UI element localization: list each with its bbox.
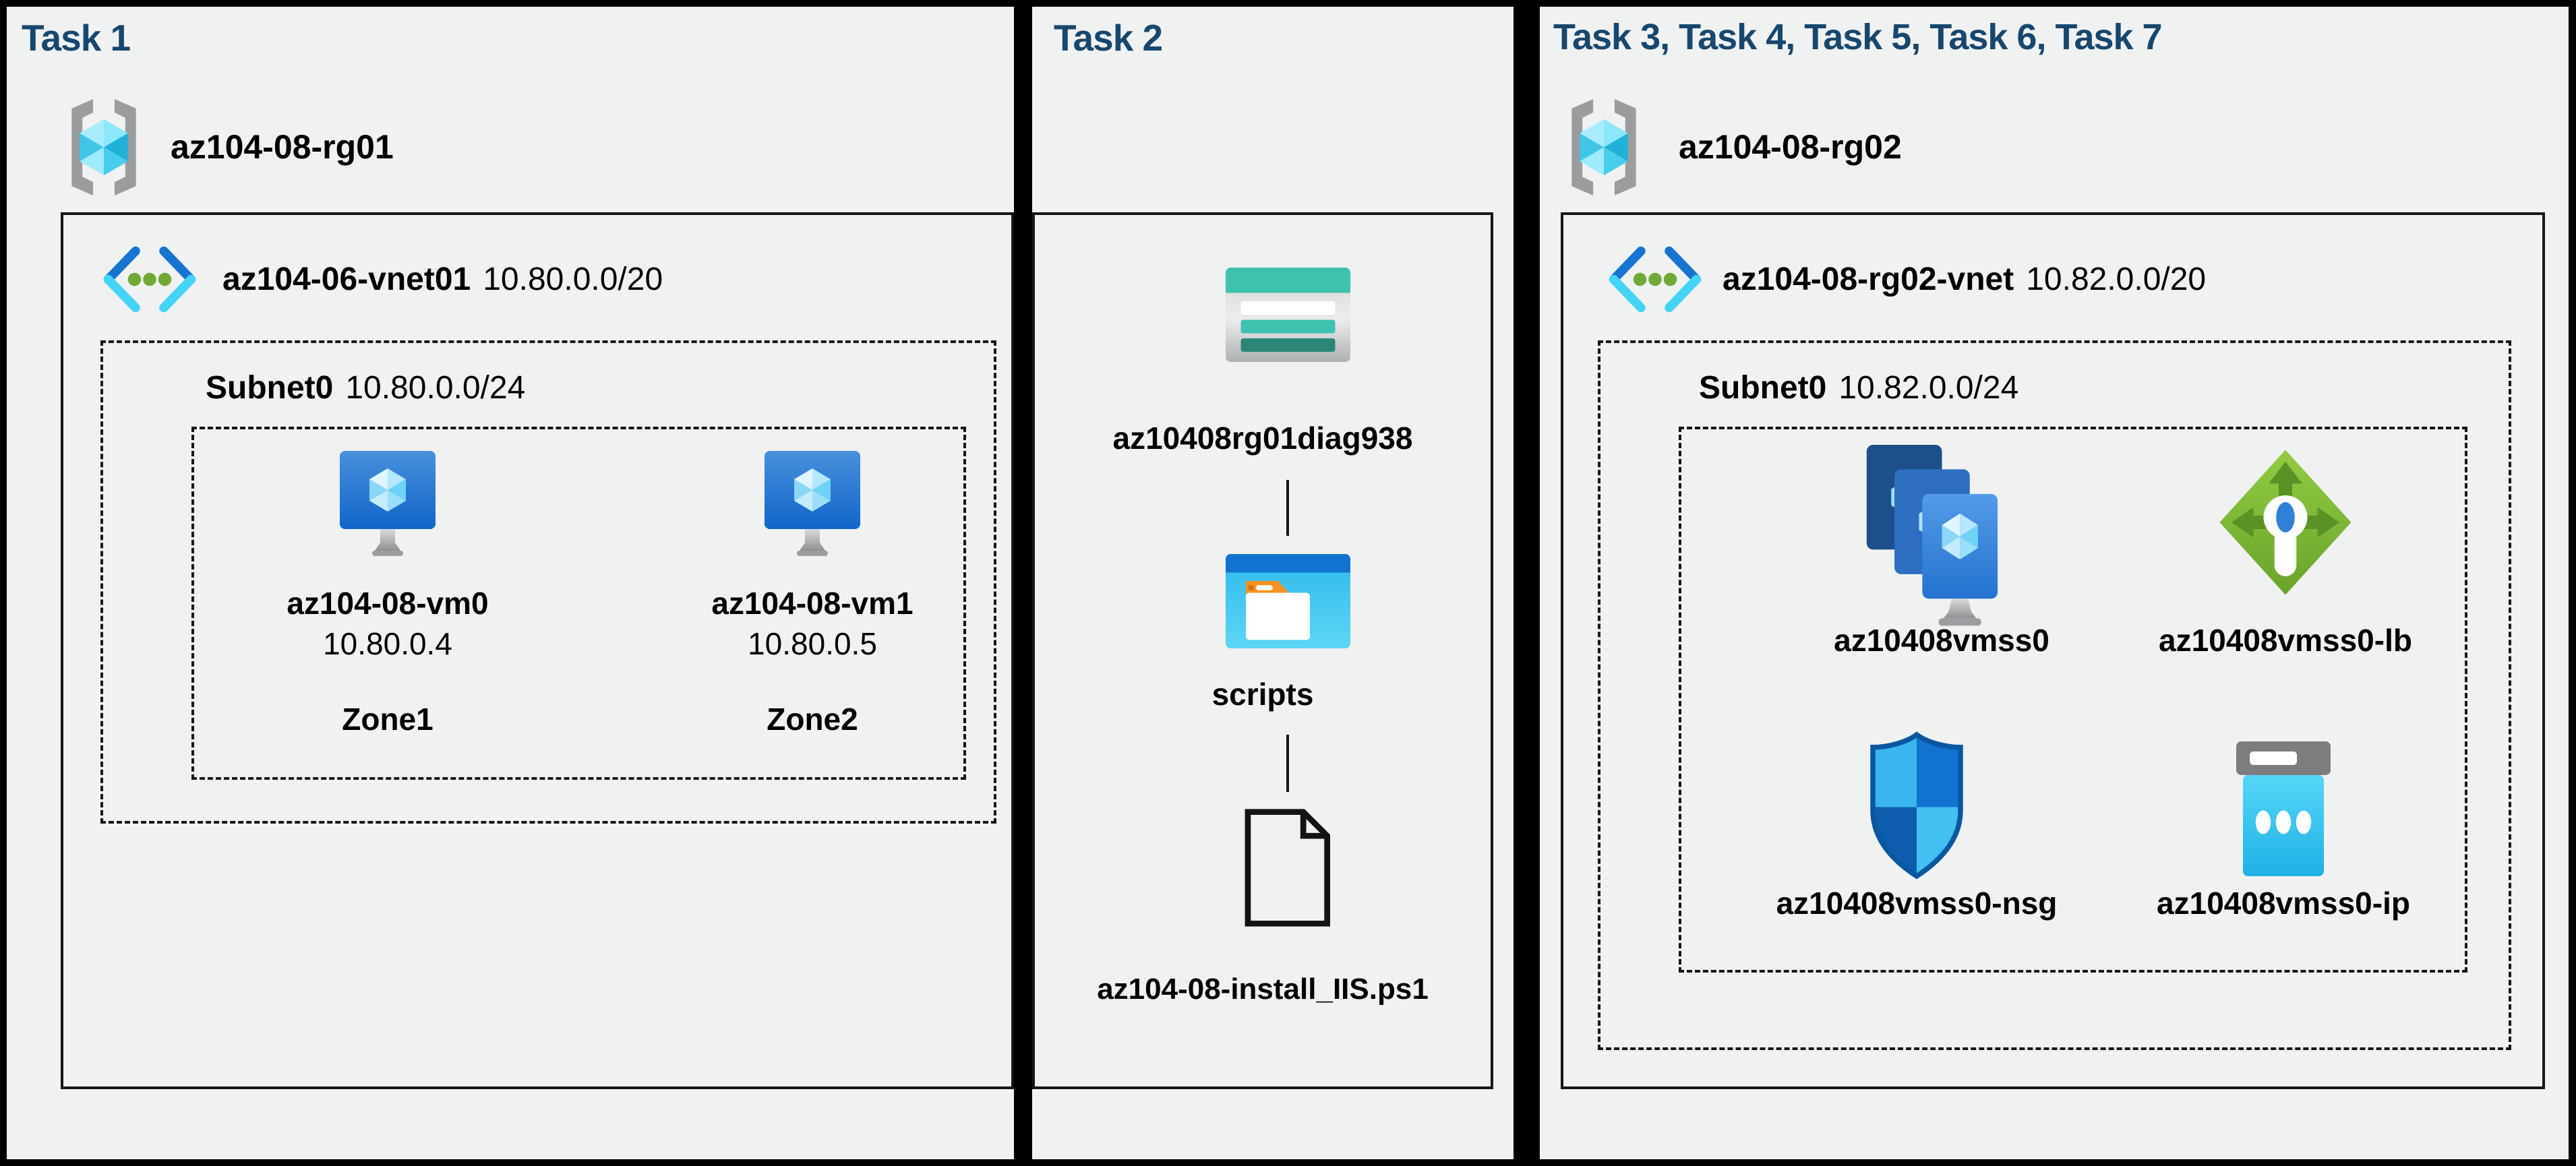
- resource-group-icon: [1561, 99, 1647, 195]
- resource-group-icon: [61, 99, 147, 195]
- virtual-network-icon: [99, 244, 200, 315]
- vm-zone: Zone2: [767, 702, 858, 737]
- vnet-cidr: 10.82.0.0/20: [2026, 261, 2207, 297]
- vnet-name: az104-06-vnet01: [222, 261, 471, 297]
- container-label: scripts: [1211, 677, 1314, 712]
- vnet-cidr: 10.80.0.0/20: [483, 261, 663, 297]
- panel3-title: Task 3, Task 4, Task 5, Task 6, Task 7: [1553, 17, 2163, 57]
- vm-ip: 10.80.0.4: [323, 626, 452, 661]
- blob-container-icon: [1226, 554, 1350, 648]
- vm-name: az104-08-vm1: [711, 586, 913, 621]
- panel2-title: Task 2: [1054, 17, 1163, 59]
- vnet-label: az104-08-rg02-vnet 10.82.0.0/20: [1723, 255, 2206, 303]
- storage-box: [1032, 212, 1493, 1089]
- vm-zone: Zone1: [342, 702, 433, 737]
- resource-group-label: az104-08-rg01: [171, 128, 394, 166]
- subnet-cidr: 10.82.0.0/24: [1838, 369, 2019, 406]
- storage-account-icon: [1226, 268, 1350, 362]
- subnet-name: Subnet0: [1699, 369, 1827, 406]
- vm-zone-dashed-box: [191, 427, 966, 780]
- nsg-icon: [1859, 731, 1974, 880]
- file-icon: [1241, 809, 1334, 927]
- resource-group-label: az104-08-rg02: [1679, 128, 1902, 166]
- file-label: az104-08-install_IIS.ps1: [1097, 973, 1429, 1006]
- resources-dashed-box: [1679, 427, 2467, 973]
- connector-line: [1286, 480, 1289, 536]
- nsg-label: az10408vmss0-nsg: [1776, 886, 2058, 921]
- subnet-dashed-box: [100, 340, 996, 824]
- vnet-box: [1561, 212, 2545, 1089]
- vm-ip: 10.80.0.5: [748, 626, 877, 661]
- vnet-name: az104-08-rg02-vnet: [1723, 261, 2014, 297]
- connector-line: [1286, 735, 1289, 792]
- subnet-cidr: 10.80.0.0/24: [345, 369, 526, 406]
- public-ip-icon: [2229, 741, 2337, 876]
- panel1-title: Task 1: [22, 17, 131, 59]
- subnet-dashed-box: [1598, 340, 2511, 1050]
- subnet-name: Subnet0: [206, 369, 334, 406]
- panel-task2: Task 2 az10408rg01diag938: [1032, 7, 1514, 1159]
- storage-account-label: az10408rg01diag938: [1112, 421, 1413, 456]
- vm-icon: [340, 451, 436, 559]
- subnet-label: Subnet0 10.80.0.0/24: [206, 364, 525, 411]
- vm-name: az104-08-vm0: [287, 586, 489, 621]
- vm-icon: [765, 451, 860, 559]
- subnet-label: Subnet0 10.82.0.0/24: [1699, 364, 2018, 411]
- vmss-icon: [1866, 445, 2018, 628]
- vmss-label: az10408vmss0: [1834, 623, 2049, 658]
- load-balancer-label: az10408vmss0-lb: [2159, 623, 2412, 658]
- vnet-box: [61, 212, 1014, 1089]
- public-ip-label: az10408vmss0-ip: [2157, 886, 2410, 921]
- panel-tasks3-7: Task 3, Task 4, Task 5, Task 6, Task 7 a…: [1540, 7, 2569, 1159]
- vnet-label: az104-06-vnet01 10.80.0.0/20: [222, 255, 663, 303]
- virtual-network-icon: [1605, 244, 1706, 315]
- load-balancer-icon: [2218, 448, 2353, 596]
- panel-task1: Task 1 az104-08-rg01: [7, 7, 1014, 1159]
